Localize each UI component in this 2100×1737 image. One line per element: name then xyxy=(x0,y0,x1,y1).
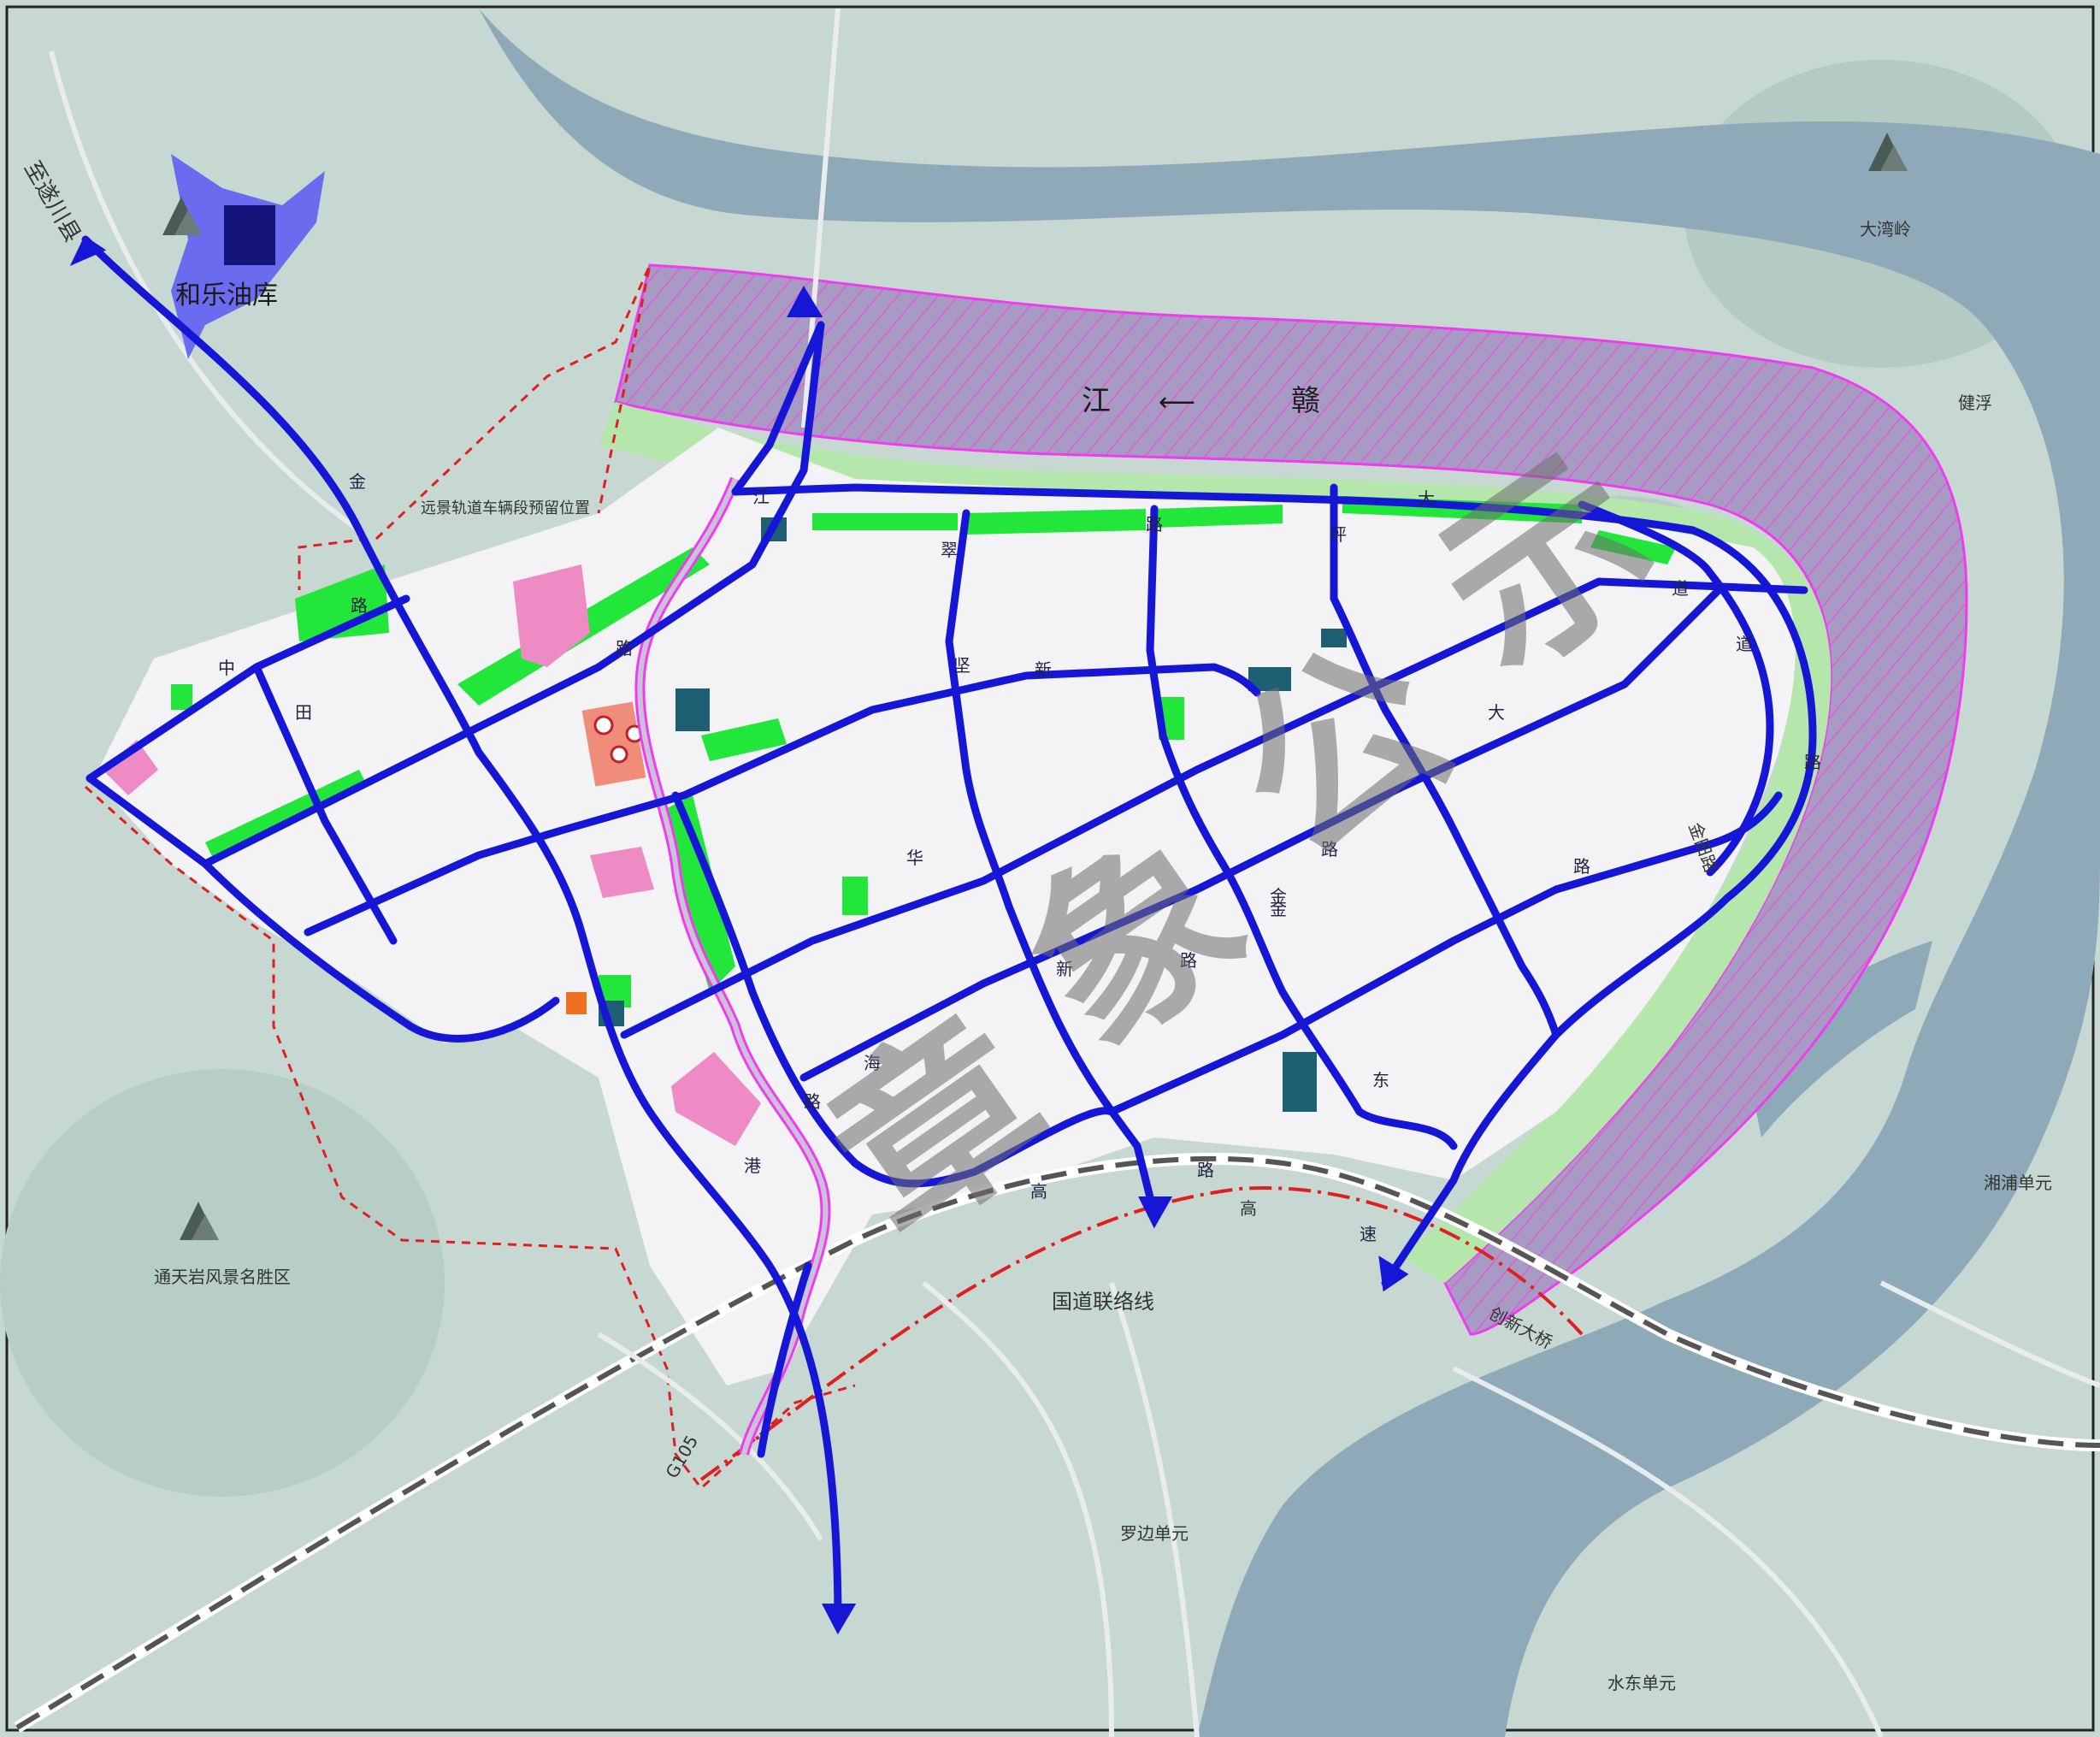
svg-text:路: 路 xyxy=(1146,514,1163,535)
road-arrow-north xyxy=(786,285,823,317)
svg-text:高: 高 xyxy=(1030,1181,1047,1202)
riverside-protection-zone xyxy=(614,263,1968,1336)
road-name-chars: 金 路 中 江 大 道 新 田 路 华 坚 路 海 金 路 新 路 东 路 高 … xyxy=(218,471,1821,1244)
svg-text:新: 新 xyxy=(1035,659,1052,680)
hospital-icon xyxy=(610,745,628,764)
svg-text:速: 速 xyxy=(1360,1224,1377,1244)
svg-text:坪: 坪 xyxy=(1330,524,1347,545)
svg-text:道: 道 xyxy=(1736,634,1753,654)
svg-text:大: 大 xyxy=(1418,488,1435,509)
label-dawanling: 大湾岭 xyxy=(1860,219,1911,239)
svg-text:中: 中 xyxy=(218,658,235,678)
label-jianjiang: 健浮 xyxy=(1958,393,1992,413)
teal-blocks xyxy=(599,517,1347,1112)
svg-text:东: 东 xyxy=(1372,1070,1389,1090)
main-roads xyxy=(81,235,1817,1629)
secondary-roads xyxy=(49,8,2100,1737)
road-arrow-northwest xyxy=(69,235,107,266)
svg-text:新: 新 xyxy=(1056,959,1073,979)
mountain-icon xyxy=(180,1202,219,1240)
svg-text:江: 江 xyxy=(752,487,770,507)
svg-text:路: 路 xyxy=(1197,1160,1214,1180)
school-icon xyxy=(593,715,614,736)
railway-line xyxy=(15,1155,2100,1730)
label-reserved-depot: 远景轨道车辆段预留位置 xyxy=(421,499,590,517)
gan-river xyxy=(316,9,2100,1737)
substation-icon xyxy=(566,992,587,1014)
high-speed-boundary xyxy=(699,1186,1584,1481)
svg-text:坚: 坚 xyxy=(953,655,970,676)
label-luobian: 罗边单元 xyxy=(1120,1523,1189,1544)
terrain-patch xyxy=(0,1069,445,1497)
label-shuidong: 水东单元 xyxy=(1607,1673,1676,1693)
mountain-icon xyxy=(162,197,202,235)
oil-depot-tank xyxy=(224,205,275,265)
svg-text:路: 路 xyxy=(1180,950,1197,971)
road-arrow-south xyxy=(822,1604,857,1635)
svg-text:路: 路 xyxy=(616,638,633,659)
road-arrow-southwest xyxy=(1378,1255,1409,1292)
river-flow-arrow: ⟵ xyxy=(1159,387,1195,417)
svg-text:大: 大 xyxy=(1488,702,1505,723)
svg-text:翠: 翠 xyxy=(941,540,958,560)
road-arrow-south-2 xyxy=(1138,1196,1173,1229)
svg-text:路: 路 xyxy=(1321,839,1338,860)
label-guodao-line: 国道联络线 xyxy=(1052,1290,1154,1314)
svg-text:金: 金 xyxy=(1270,899,1287,919)
svg-text:华: 华 xyxy=(906,848,923,868)
river-label-jiang: 江 xyxy=(1082,384,1111,418)
oil-depot-label: 和乐油库 xyxy=(175,281,278,310)
svg-text:路: 路 xyxy=(351,595,368,616)
svg-text:田: 田 xyxy=(295,702,312,723)
river-branch xyxy=(1744,941,1932,1137)
svg-text:港: 港 xyxy=(744,1155,761,1176)
label-gaosu: 高 xyxy=(1240,1198,1257,1219)
svg-text:路: 路 xyxy=(804,1091,821,1112)
svg-text:金: 金 xyxy=(349,471,366,492)
svg-text:路: 路 xyxy=(1573,856,1590,877)
pink-blocks xyxy=(103,564,761,1146)
planning-boundary-red xyxy=(84,264,856,1491)
svg-text:路: 路 xyxy=(1804,752,1821,772)
svg-text:金: 金 xyxy=(1270,886,1287,907)
label-tongtianyan: 通天岩风景名胜区 xyxy=(154,1267,291,1287)
mountain-icon xyxy=(1868,133,1908,171)
river-label-gan: 赣 xyxy=(1291,384,1320,418)
svg-text:海: 海 xyxy=(864,1053,881,1073)
svg-text:道: 道 xyxy=(1672,578,1689,599)
label-xiangjiang: 湘浦单元 xyxy=(1984,1173,2052,1193)
